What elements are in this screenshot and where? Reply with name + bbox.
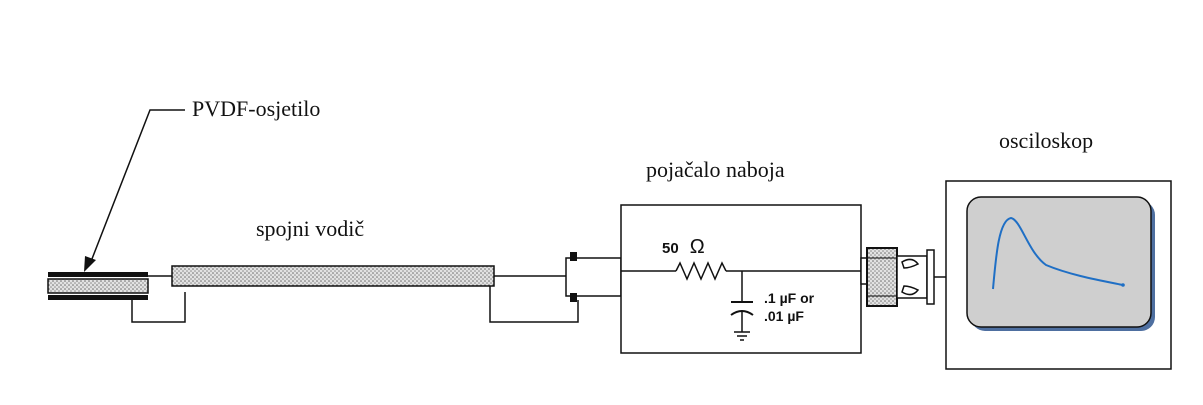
- coaxial-cable: [171, 265, 495, 287]
- capacitor: [730, 271, 754, 332]
- oscilloscope-label: osciloskop: [999, 128, 1094, 153]
- capacitor-label-line1: .1 µF or: [764, 290, 815, 306]
- sensor-pointer-arrow: [84, 109, 185, 272]
- pvdf-sensor: [47, 272, 149, 300]
- resistor-unit: Ω: [689, 236, 705, 258]
- cable-to-amplifier-wires: [489, 275, 579, 323]
- sensor-label: PVDF-osjetilo: [192, 96, 321, 121]
- output-connector: [860, 247, 946, 307]
- sensor-wires: [131, 275, 186, 323]
- input-connector: [565, 252, 622, 302]
- signal-trace-end-dot: [1121, 283, 1125, 287]
- oscilloscope-screen: [966, 196, 1152, 328]
- ground-symbol: [734, 331, 750, 341]
- resistor: [621, 261, 861, 281]
- cable-label: spojni vodič: [256, 216, 365, 241]
- resistor-label: 50 Ω: [662, 233, 705, 259]
- charge-amplifier-box: [620, 204, 862, 354]
- resistor-value: 50: [662, 240, 679, 257]
- signal-trace: [992, 216, 1124, 290]
- capacitor-label: .1 µF or .01 µF: [764, 289, 814, 325]
- amplifier-label: pojačalo naboja: [646, 157, 785, 182]
- capacitor-label-line2: .01 µF: [764, 308, 804, 324]
